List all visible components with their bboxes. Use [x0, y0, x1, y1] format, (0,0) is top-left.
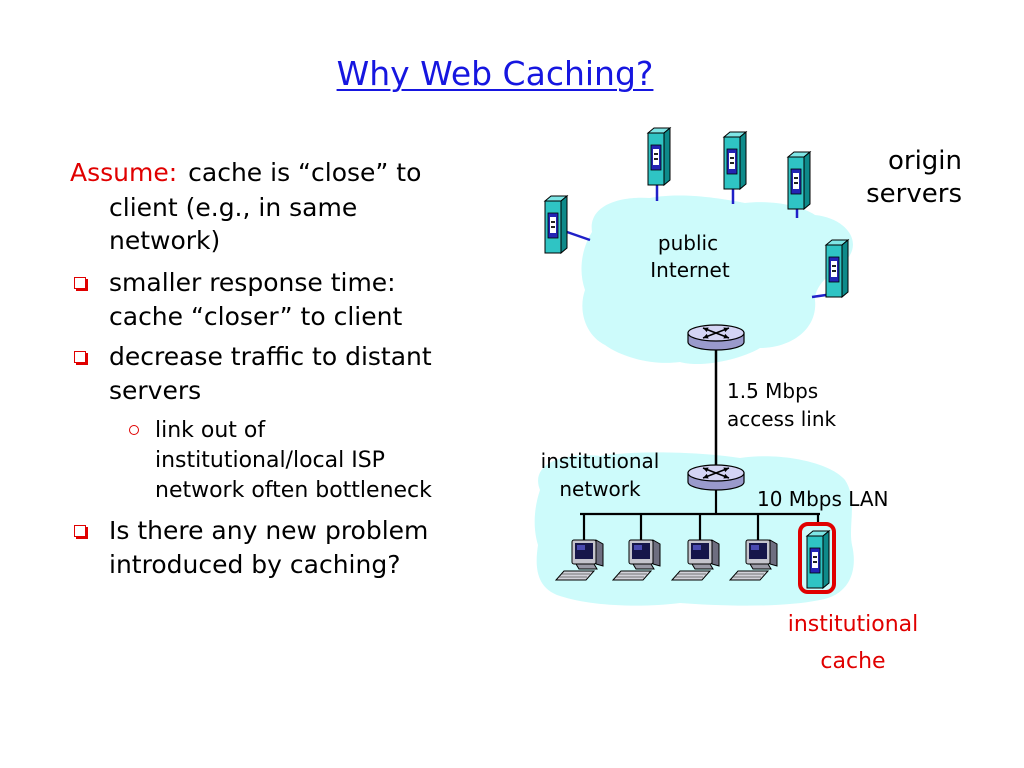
- assume-line: Assume: cache is “close” to: [70, 158, 421, 188]
- square-bullet-icon: [74, 277, 86, 289]
- square-bullet-icon: [74, 351, 86, 363]
- bullet-text: cache “closer” to client: [109, 302, 403, 331]
- assume-text: client (e.g., in same: [109, 193, 358, 222]
- cache-server-icon: [806, 530, 830, 589]
- assume-text: network): [109, 226, 221, 255]
- origin-server-icon: [825, 239, 849, 298]
- lan-line: [580, 488, 820, 540]
- origin-server-icon: [544, 195, 568, 254]
- slide-title: Why Web Caching?: [336, 54, 654, 93]
- origin-servers-label: servers: [866, 179, 962, 209]
- bullet-text: smaller response time:: [109, 268, 396, 297]
- public-internet-label: public: [658, 231, 718, 255]
- bullet-text: Is there any new problem: [109, 516, 429, 545]
- sub-bullet-text: institutional/local ISP: [155, 448, 385, 473]
- lan-label: 10 Mbps LAN: [757, 487, 888, 511]
- router-icon: [687, 464, 745, 491]
- origin-server-icon: [647, 127, 671, 186]
- institutional-network-label: institutional: [541, 449, 660, 473]
- public-internet-cloud: [581, 195, 853, 365]
- origin-server-icon: [787, 151, 811, 210]
- cache-highlight: [798, 522, 836, 594]
- public-internet-label: Internet: [650, 258, 730, 282]
- bullet-text: servers: [109, 376, 202, 405]
- server-link: [566, 230, 591, 242]
- institutional-cache-label: cache: [820, 649, 885, 674]
- origin-server-icon: [723, 131, 747, 190]
- access-link-label: access link: [727, 407, 837, 431]
- institutional-network-label: network: [559, 477, 641, 501]
- bullet-text: decrease traffic to distant: [109, 342, 432, 371]
- institutional-cache-label: institutional: [788, 612, 919, 637]
- bullet-text: introduced by caching?: [109, 550, 401, 579]
- assume-label: Assume:: [70, 158, 178, 187]
- sub-bullet-text: link out of: [155, 418, 266, 443]
- server-link: [811, 293, 827, 299]
- institutional-network-cloud: [534, 452, 854, 606]
- circle-bullet-icon: [129, 425, 139, 435]
- assume-text: cache is “close” to: [188, 158, 422, 187]
- sub-bullet-text: network often bottleneck: [155, 478, 432, 503]
- access-link-label: 1.5 Mbps: [727, 379, 818, 403]
- router-icon: [687, 324, 745, 351]
- origin-servers-label: origin: [888, 146, 962, 176]
- square-bullet-icon: [74, 525, 86, 537]
